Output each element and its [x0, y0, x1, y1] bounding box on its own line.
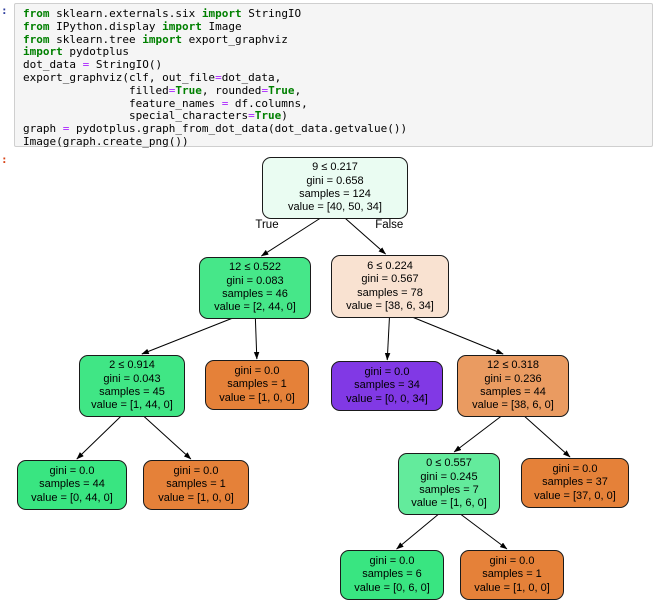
node-text-line: gini = 0.0: [364, 365, 410, 378]
node-text-line: samples = 46: [222, 288, 288, 300]
tree-edge-n2L-n3B: [253, 317, 260, 360]
node-text-line: value = [2, 44, 0]: [214, 301, 296, 314]
node-text-line: value = [0, 6, 0]: [354, 581, 430, 594]
node-text-line: samples = 124: [299, 188, 371, 200]
code-line: from sklearn.externals.six import String…: [23, 7, 302, 20]
node-text-line: samples = 45: [99, 386, 165, 398]
node-text-line: 12 ≤ 0.522: [229, 261, 281, 274]
node-text-line: 12 ≤ 0.318: [487, 359, 539, 372]
edge-label-false: False: [375, 219, 404, 231]
output-prompt: :: [1, 153, 8, 166]
node-text-line: samples = 1: [166, 478, 226, 491]
node-text-line: samples = 7: [419, 484, 479, 496]
node-text-line: gini = 0.0: [234, 364, 280, 377]
node-text-line: gini = 0.0: [552, 462, 598, 475]
node-text-line: gini = 0.236: [484, 372, 542, 385]
node-text-line: value = [0, 44, 0]: [31, 491, 113, 504]
node-text-line: samples = 44: [480, 386, 546, 398]
node-text-line: 0 ≤ 0.557: [426, 457, 472, 470]
code-line: dot_data = StringIO(): [23, 58, 163, 72]
node-text-line: gini = 0.0: [173, 464, 219, 477]
node-text-line: samples = 1: [482, 568, 542, 581]
node-text-line: gini = 0.245: [420, 470, 478, 483]
node-text-line: gini = 0.658: [306, 174, 364, 187]
code-line: Image(graph.create_png()): [23, 134, 189, 148]
code-line: graph = pydotplus.graph_from_dot_data(do…: [23, 122, 408, 136]
node-text-line: samples = 44: [39, 478, 105, 491]
node-text-line: samples = 6: [362, 568, 422, 581]
node-text-line: gini = 0.083: [226, 274, 284, 287]
node-text-line: gini = 0.0: [49, 464, 95, 477]
node-text-line: value = [0, 0, 34]: [346, 392, 428, 405]
node-text-line: gini = 0.567: [361, 273, 419, 286]
tree-edge-n4G-n5J: [460, 513, 508, 550]
code-line: import pydotplus: [23, 45, 129, 59]
node-text-line: value = [1, 6, 0]: [411, 497, 487, 510]
input-prompt: :: [1, 4, 8, 17]
node-text-line: value = [38, 6, 34]: [346, 299, 434, 312]
node-text-line: value = [38, 6, 0]: [472, 399, 554, 412]
tree-edge-root-n2R: [344, 217, 386, 255]
tree-edge-n3D-n4H: [523, 415, 571, 458]
code-line: special_characters=True): [23, 109, 288, 123]
node-text-line: samples = 34: [354, 379, 420, 392]
node-text-line: samples = 37: [542, 476, 608, 489]
node-text-line: samples = 1: [227, 378, 287, 391]
tree-edge-n3A-n4E: [76, 415, 122, 460]
code-line: feature_names = df.columns,: [23, 96, 308, 110]
edge-label-true: True: [255, 219, 279, 231]
code-editor[interactable]: from sklearn.externals.six import String…: [23, 7, 650, 148]
tree-edge-n3A-n4F: [143, 415, 192, 460]
code-line: filled=True, rounded=True,: [23, 83, 302, 97]
node-text-line: 9 ≤ 0.217: [312, 161, 358, 174]
node-text-line: samples = 78: [357, 286, 423, 299]
node-text-line: value = [40, 50, 34]: [288, 201, 382, 214]
code-line: from sklearn.tree import export_graphviz: [23, 32, 288, 46]
node-text-line: value = [1, 0, 0]: [158, 491, 234, 504]
node-text-line: gini = 0.0: [369, 554, 415, 567]
node-text-line: 6 ≤ 0.224: [367, 259, 413, 272]
code-line: from IPython.display import Image: [23, 19, 242, 33]
node-text-line: 2 ≤ 0.914: [109, 359, 155, 372]
tree-edge-n2L-n3A: [141, 317, 234, 355]
tree-edge-n4G-n5I: [396, 513, 440, 550]
tree-edge-n2R-n3D: [411, 316, 504, 355]
node-text-line: value = [1, 44, 0]: [91, 399, 173, 412]
code-line: export_graphviz(clf, out_file=dot_data,: [23, 70, 282, 84]
tree-edge-n3D-n4G: [453, 415, 502, 453]
tree-edge-n2R-n3C: [384, 316, 391, 361]
tree-edge-root-n2L: [260, 217, 321, 257]
node-text-line: value = [37, 0, 0]: [534, 489, 616, 502]
node-text-line: value = [1, 0, 0]: [219, 391, 295, 404]
node-text-line: gini = 0.043: [103, 372, 161, 385]
node-text-line: gini = 0.0: [489, 554, 535, 567]
node-text-line: value = [1, 0, 0]: [474, 581, 550, 594]
code-cell[interactable]: from sklearn.externals.six import String…: [14, 3, 653, 148]
